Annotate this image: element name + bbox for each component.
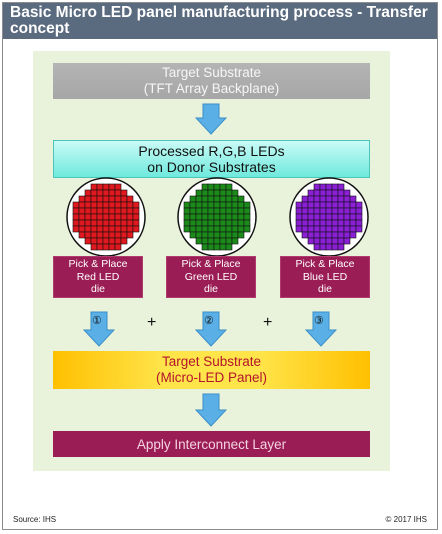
step-number-1: ① <box>92 315 102 327</box>
figure-title: Basic Micro LED panel manufacturing proc… <box>10 4 428 37</box>
target-substrate-tft-box: Target Substrate (TFT Array Backplane) <box>53 63 370 99</box>
micro-led-line2: (Micro-LED Panel) <box>155 370 268 385</box>
pick-place-green-line1: Pick & Place <box>181 258 241 271</box>
interconnect-label: Apply Interconnect Layer <box>136 436 287 452</box>
source-note: Source: IHS <box>13 515 57 524</box>
target-substrate-tft-line1: Target Substrate <box>161 65 262 80</box>
title-bar: Basic Micro LED panel manufacturing proc… <box>3 3 437 39</box>
processed-leds-line2: on Donor Substrates <box>147 159 276 175</box>
down-arrow-1 <box>195 103 227 135</box>
red-led-wafer <box>66 177 146 257</box>
step-number-3: ③ <box>314 315 324 327</box>
down-arrow-final <box>195 393 227 427</box>
pick-place-red-line3: die <box>90 283 105 296</box>
target-substrate-tft-line2: (TFT Array Backplane) <box>143 81 280 96</box>
copyright-note: © 2017 IHS <box>385 515 427 524</box>
process-diagram: Target Substrate (TFT Array Backplane) P… <box>33 51 390 471</box>
pick-place-blue-box: Pick & Place Blue LED die <box>280 256 370 298</box>
pick-place-red-box: Pick & Place Red LED die <box>53 256 143 298</box>
plus-sign-2: + <box>263 314 273 331</box>
plus-sign-1: + <box>147 314 157 331</box>
pick-place-blue-line2: Blue LED <box>302 270 348 283</box>
target-substrate-micro-led-box: Target Substrate (Micro-LED Panel) <box>53 351 370 389</box>
pick-place-green-line3: die <box>203 283 218 296</box>
down-arrow-step-1 <box>83 311 115 347</box>
interconnect-layer-box: Apply Interconnect Layer <box>53 431 370 457</box>
pick-place-green-line2: Green LED <box>184 270 238 283</box>
blue-led-wafer <box>289 177 369 257</box>
down-arrow-step-2 <box>195 311 227 347</box>
figure-frame: Basic Micro LED panel manufacturing proc… <box>2 2 438 530</box>
micro-led-line1: Target Substrate <box>161 354 262 369</box>
pick-place-blue-line3: die <box>317 283 332 296</box>
green-led-wafer <box>177 177 257 257</box>
processed-leds-line1: Processed R,G,B LEDs <box>138 143 285 159</box>
pick-place-blue-line1: Pick & Place <box>295 258 355 271</box>
down-arrow-step-3 <box>305 311 337 347</box>
pick-place-green-box: Pick & Place Green LED die <box>166 256 256 298</box>
pick-place-red-line1: Pick & Place <box>68 258 128 271</box>
processed-leds-box: Processed R,G,B LEDs on Donor Substrates <box>53 140 370 178</box>
pick-place-red-line2: Red LED <box>76 270 120 283</box>
step-number-2: ② <box>204 315 214 327</box>
